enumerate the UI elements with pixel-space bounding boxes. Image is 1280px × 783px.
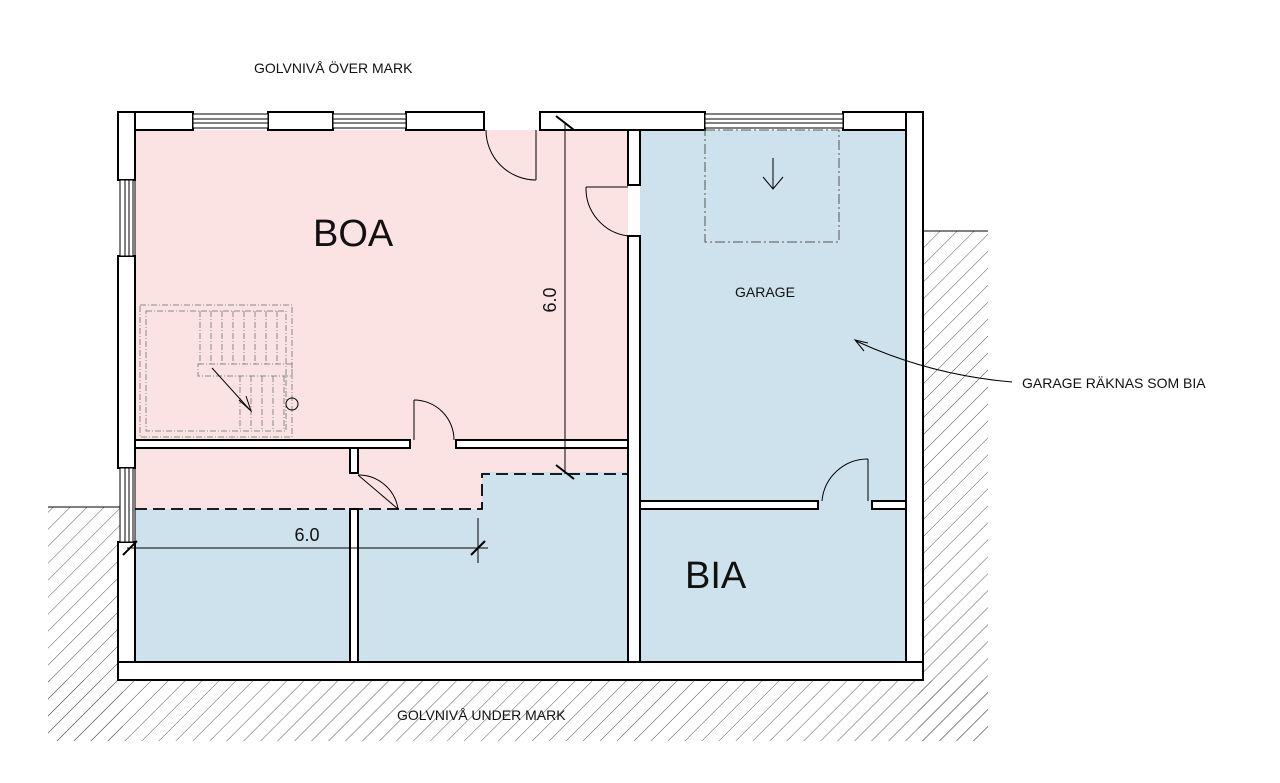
outer-walls <box>117 111 924 681</box>
garage-label: GARAGE <box>735 284 795 300</box>
doors <box>357 129 869 510</box>
dimension-vertical <box>555 115 575 480</box>
boa-label: BOA <box>313 213 394 255</box>
garage-note-leader <box>853 339 1013 383</box>
interior-walls <box>134 129 907 663</box>
stair <box>139 304 299 438</box>
garage-door-outline <box>704 129 840 243</box>
floor-above-label: GOLVNIVÅ ÖVER MARK <box>254 59 413 76</box>
bia-label: BIA <box>685 555 747 597</box>
dimension-vertical-label: 6.0 <box>540 287 560 312</box>
boa-area <box>135 130 628 509</box>
area-boundary-line <box>135 473 628 510</box>
bia-area <box>135 130 906 662</box>
windows <box>119 113 844 543</box>
dimension-horizontal <box>122 518 488 563</box>
dimension-horizontal-label: 6.0 <box>294 525 319 545</box>
ground-hatching <box>48 230 988 741</box>
garage-note-label: GARAGE RÄKNAS SOM BIA <box>1022 375 1206 391</box>
floor-below-label: GOLVNIVÅ UNDER MARK <box>397 707 566 723</box>
